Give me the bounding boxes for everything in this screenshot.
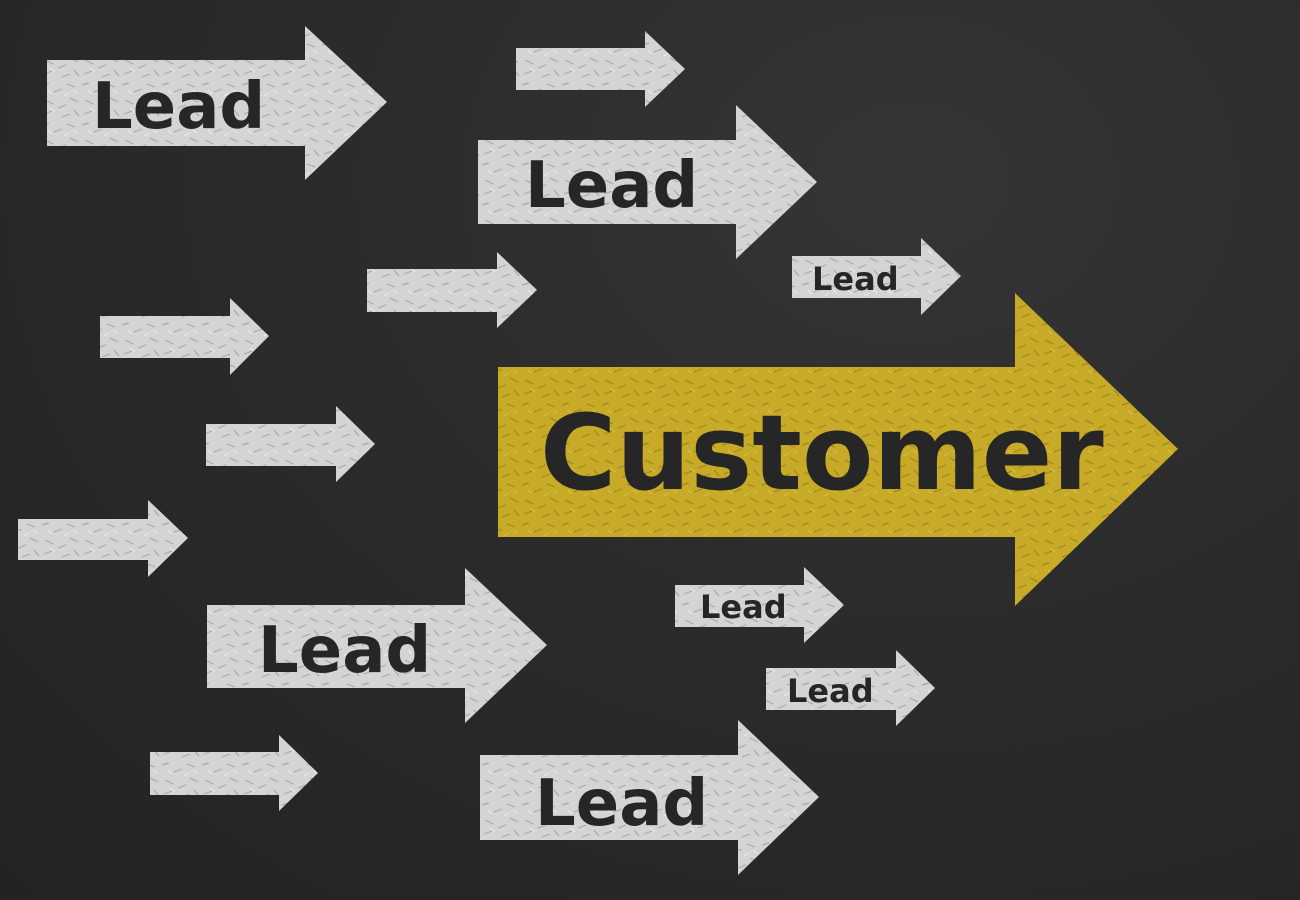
lead-arrow-7-label: Lead [535, 767, 708, 841]
lead-arrow-7 [480, 720, 819, 875]
lead-arrow-4 [207, 568, 547, 723]
lead-arrow-6 [766, 650, 935, 726]
lead-arrow-5-label: Lead [700, 588, 787, 626]
small-arrow-3 [100, 298, 269, 375]
small-arrow-1 [516, 31, 685, 107]
lead-arrow-1-label: Lead [92, 70, 265, 144]
lead-arrow-2 [478, 105, 817, 259]
small-arrow-2 [367, 252, 537, 328]
lead-arrow-2-label: Lead [525, 149, 698, 223]
lead-arrow-5 [675, 567, 844, 643]
small-arrow-4 [206, 406, 375, 482]
small-arrow-6 [150, 735, 318, 811]
small-arrow-5 [18, 500, 188, 577]
lead-arrow-1 [47, 26, 387, 180]
lead-arrow-4-label: Lead [258, 614, 431, 688]
customer-arrow [498, 293, 1178, 606]
customer-arrow-label: Customer [540, 392, 1104, 514]
lead-arrow-3-label: Lead [812, 260, 899, 298]
lead-arrow-3 [792, 238, 961, 315]
lead-arrow-6-label: Lead [787, 672, 874, 710]
